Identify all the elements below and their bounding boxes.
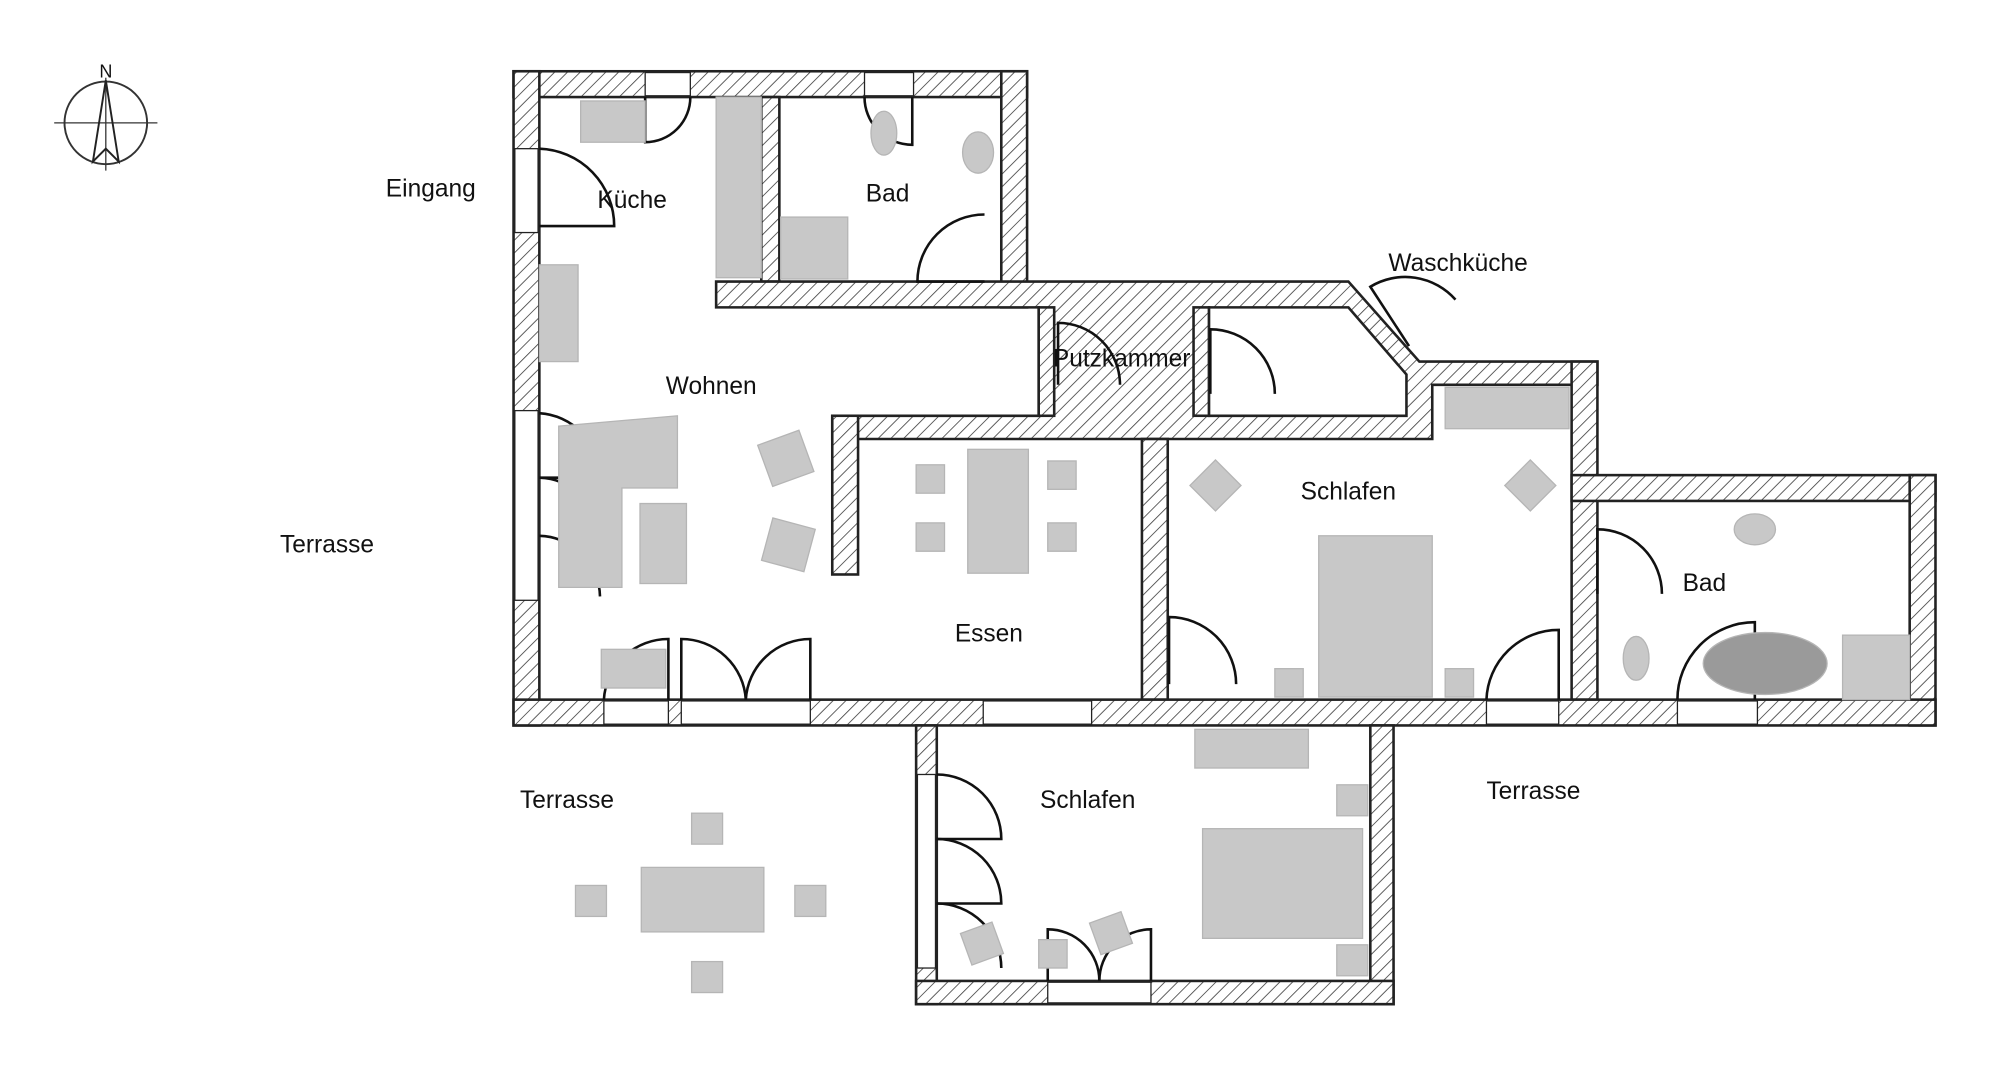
furniture [538,96,1911,994]
label-bad-top: Bad [866,181,910,208]
label-bad-right: Bad [1683,570,1727,597]
north-label: N [99,62,112,82]
walls [512,69,1937,1006]
label-schlafen-lower: Schlafen [1040,787,1135,814]
label-essen: Essen [955,621,1023,648]
label-wohnen: Wohnen [666,373,757,400]
label-terrasse-east: Terrasse [1486,778,1580,805]
label-putzkammer: Putzkammer [1053,346,1191,373]
label-terrasse-west: Terrasse [280,532,374,559]
label-eingang: Eingang [386,175,476,202]
label-terrasse-south: Terrasse [520,787,614,814]
room-labels: Eingang Küche Bad Waschküche Putzkammer … [280,175,1726,814]
label-schlafen-main: Schlafen [1301,479,1396,506]
compass-icon: N [54,62,158,171]
label-waschkueche: Waschküche [1388,250,1527,277]
label-kueche: Küche [597,187,666,214]
